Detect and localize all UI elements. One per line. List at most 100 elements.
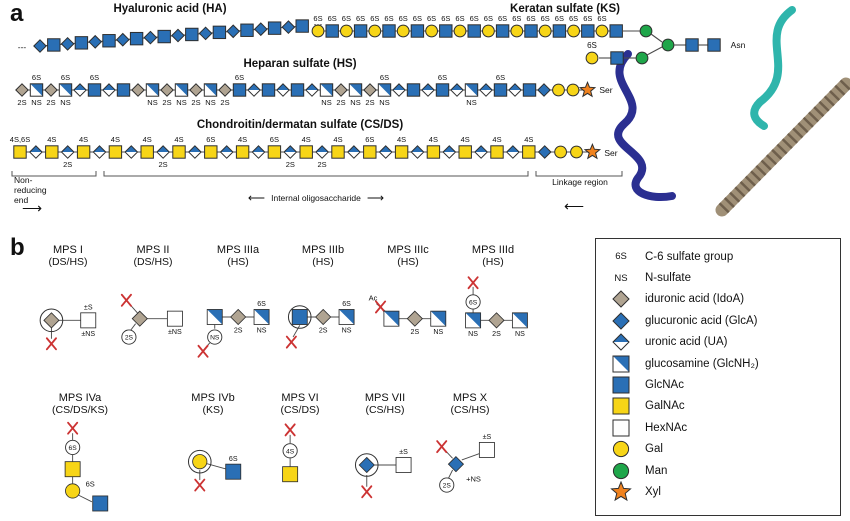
- mps-card-mps-vii: MPS VII(CS/HS)±S: [340, 392, 430, 512]
- sym-M: [612, 462, 630, 479]
- legend-symbol-G: [606, 310, 636, 332]
- sulfate-label: 4S: [397, 135, 406, 144]
- region-bracket: [11, 171, 97, 177]
- sym-N: [74, 36, 89, 50]
- sulfate-label: NS: [60, 98, 70, 107]
- red-x-mark: [45, 337, 57, 351]
- legend-symbol-icon: [612, 419, 630, 437]
- sym-Q: [206, 309, 223, 325]
- bond-line: [292, 325, 301, 338]
- sym-N: [410, 24, 425, 38]
- sulfate-label: NS: [350, 98, 360, 107]
- sulfate-label: 6S: [470, 14, 479, 23]
- sym-U: [92, 145, 107, 159]
- circled-sulfate: [65, 439, 81, 456]
- sulfate-label: ±S: [483, 433, 492, 441]
- sym-I: [189, 83, 203, 97]
- legend-symbol-icon: [612, 290, 630, 309]
- sym-A: [299, 145, 313, 159]
- sym-A: [204, 145, 218, 159]
- legend-label: Man: [645, 464, 668, 477]
- sym-A: [490, 145, 504, 159]
- mps-card-title: MPS IIId: [471, 244, 515, 256]
- red-x-mark: [67, 421, 79, 435]
- legend-symbol-I: [606, 288, 636, 310]
- sym-I: [363, 83, 377, 97]
- sym-U: [378, 145, 393, 159]
- mps-card-title: MPS II: [136, 244, 170, 256]
- sulfate-label: 6S: [583, 14, 592, 23]
- sym-I: [131, 83, 145, 97]
- sym-N: [522, 83, 537, 97]
- mps-card-mps-ivb: MPS IVb(KS)6S: [168, 392, 258, 512]
- red-x-mark: [436, 440, 448, 454]
- sym-U: [410, 145, 425, 159]
- sym-Q: [253, 309, 270, 325]
- sym-G: [115, 32, 130, 47]
- sym-G: [226, 24, 241, 39]
- annotation-non-reducing-end: Non-reducing end: [14, 175, 47, 205]
- mps-card-title: MPS IIIa: [216, 244, 260, 256]
- sym-U: [442, 145, 457, 159]
- red-x-mark: [361, 485, 373, 499]
- sulfate-label: 6S: [313, 14, 322, 23]
- sym-I: [230, 308, 247, 326]
- right-arrow-icon: ⟶: [366, 191, 385, 205]
- sym-I: [334, 83, 348, 97]
- sym-U: [219, 145, 234, 159]
- sym-N: [240, 23, 254, 37]
- sym-N: [185, 27, 199, 42]
- circled-sulfate: [121, 329, 137, 345]
- sulfate-label: 6S: [441, 14, 450, 23]
- sulfate-label: 2S: [159, 160, 168, 169]
- sym-U: [156, 145, 171, 159]
- bond-line: [130, 323, 136, 331]
- sulfate-label: ±NS: [168, 328, 182, 336]
- legend-symbol-icon: [612, 441, 630, 458]
- sym-M: [635, 51, 649, 65]
- sym-N: [382, 24, 396, 38]
- sym-N: [47, 38, 61, 52]
- sym-I: [315, 308, 332, 326]
- sulfate-label: ±S: [84, 303, 93, 311]
- sym-G: [281, 20, 296, 35]
- sym-I: [43, 312, 60, 329]
- sym-G: [447, 456, 465, 473]
- sulfate-label: 2S: [191, 98, 200, 107]
- sulfate-label: 6S: [356, 14, 365, 23]
- mps-card-subtitle: (HS): [312, 256, 334, 268]
- sym-A: [108, 145, 123, 159]
- sym-N: [102, 34, 116, 48]
- sulfate-label: 4S,6S: [10, 135, 30, 144]
- sym-Q: [612, 355, 630, 373]
- legend-symbol-Q: [606, 353, 636, 375]
- title-hyaluronic-acid: Hyaluronic acid (HA): [113, 3, 227, 15]
- sym-A: [235, 145, 250, 159]
- panel-a-label: a: [10, 0, 24, 27]
- sym-Q: [465, 312, 482, 329]
- legend-symbol-H: [606, 417, 636, 439]
- circled-sulfate: [465, 294, 481, 310]
- sym-L: [595, 24, 609, 38]
- diagram-text: ---: [18, 42, 27, 52]
- sulfate-label: 6S: [569, 14, 578, 23]
- sulfate-label: 2S: [162, 98, 171, 107]
- sulfate-label: 4S: [111, 135, 120, 144]
- sym-I: [612, 290, 630, 309]
- sym-G: [358, 456, 375, 474]
- title-keratan-sulfate: Keratan sulfate (KS): [510, 3, 620, 15]
- sym-G: [537, 145, 552, 159]
- diagram-text: ---: [314, 19, 323, 29]
- sym-U: [276, 83, 290, 97]
- sym-N: [610, 51, 624, 65]
- legend-row: Gal: [606, 439, 832, 460]
- mps-card-title: MPS X: [452, 392, 488, 404]
- mps-card-mps-ii: MPS II(DS/HS)2S±NS: [108, 244, 198, 364]
- sym-L: [340, 24, 353, 38]
- mps-structure: 2S±NS: [120, 293, 183, 345]
- sym-A: [522, 145, 536, 159]
- sym-I: [131, 310, 148, 327]
